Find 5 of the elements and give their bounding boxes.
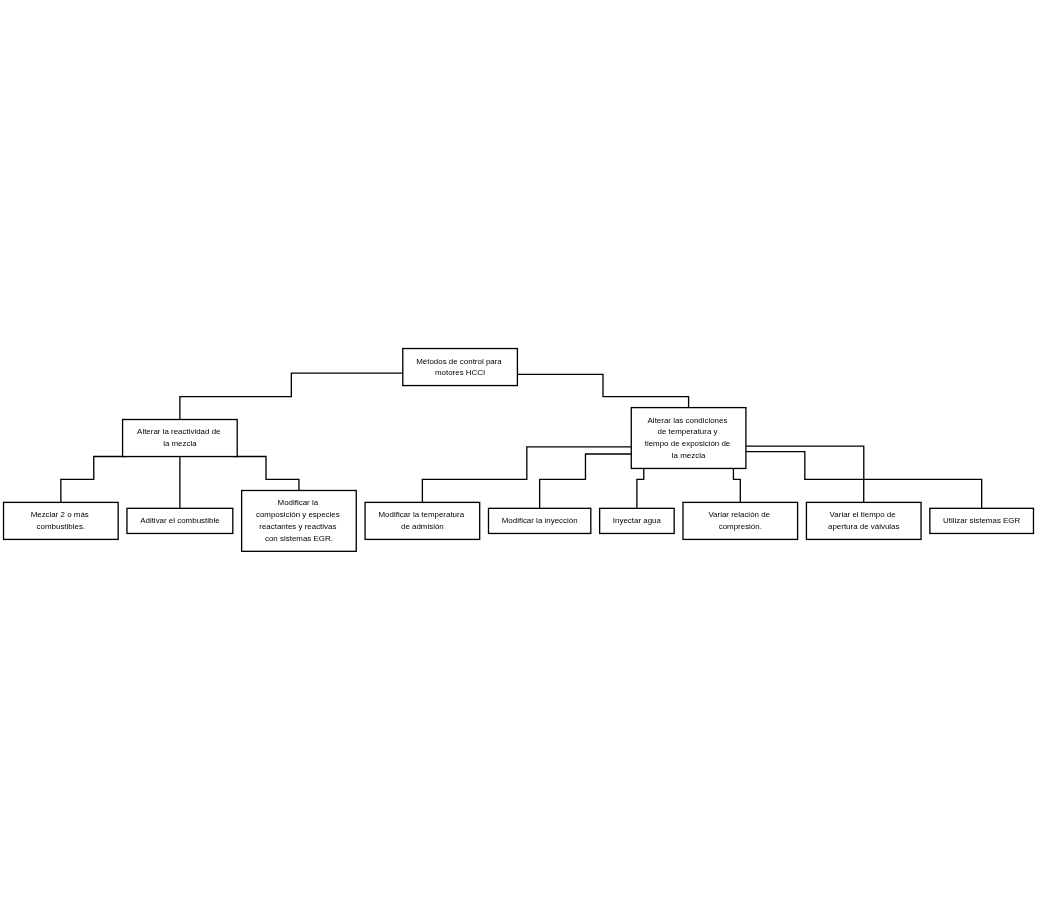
connector	[179, 455, 181, 510]
connector	[539, 453, 632, 510]
connector	[421, 446, 632, 504]
connector	[745, 451, 865, 504]
connector	[745, 445, 983, 510]
